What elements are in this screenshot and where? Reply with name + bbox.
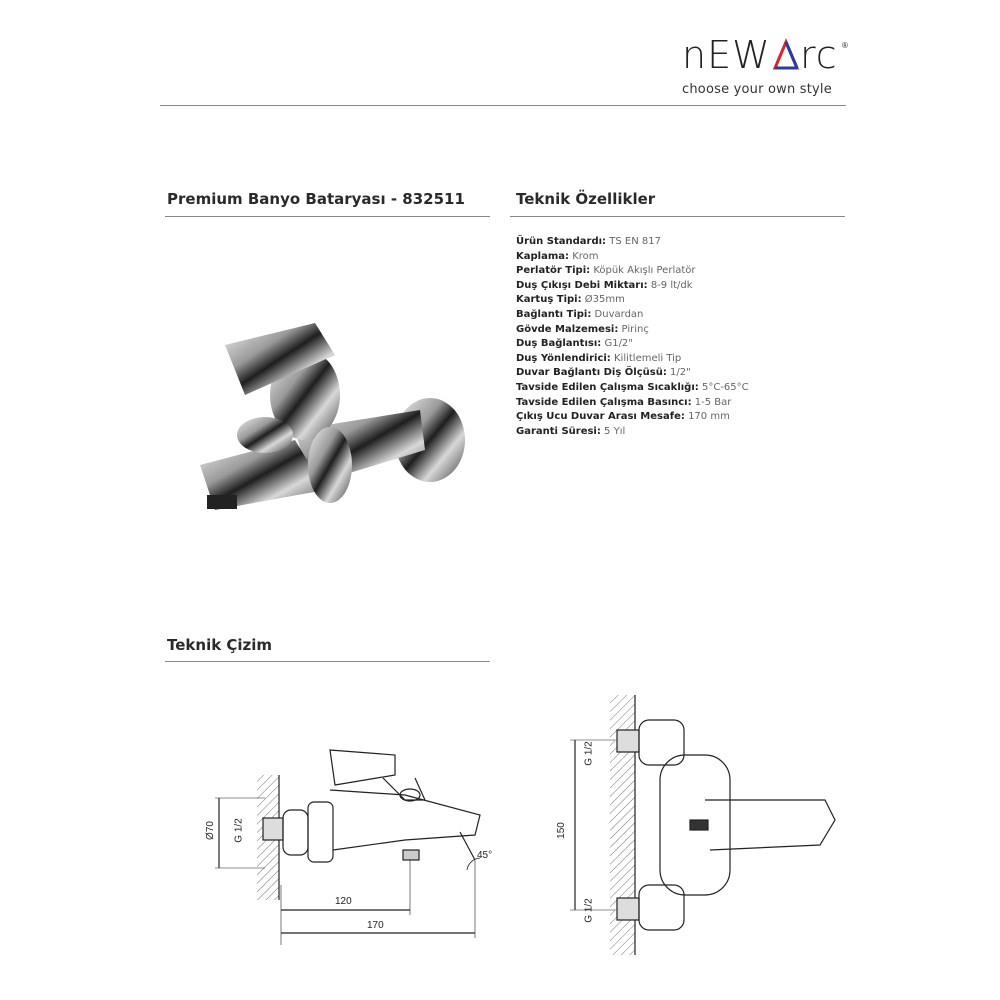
dim-angle: 45° xyxy=(477,850,493,861)
spec-row: Duş Yönlendirici: Kilitlemeli Tip xyxy=(516,352,749,367)
spec-row: Bağlantı Tipi: Duvardan xyxy=(516,308,749,323)
spec-row: Kartuş Tipi: Ø35mm xyxy=(516,293,749,308)
spec-value: 1-5 Bar xyxy=(694,396,732,408)
brand-tagline: choose your own style xyxy=(682,82,832,97)
spec-row: Garanti Süresi: 5 Yıl xyxy=(516,425,749,440)
spec-label: Ürün Standardı: xyxy=(516,236,607,247)
spec-row: Duş Çıkışı Debi Miktarı: 8-9 lt/dk xyxy=(516,279,749,294)
logo-wordmark-icon: nEW rc ® xyxy=(682,33,849,77)
side-view-drawing xyxy=(215,749,481,945)
drawing-title: Teknik Çizim xyxy=(167,636,273,654)
spec-row: Ürün Standardı: TS EN 817 xyxy=(516,235,749,250)
spec-label: Duş Yönlendirici: xyxy=(516,352,611,364)
specs-title: Teknik Özellikler xyxy=(516,190,656,208)
spec-value: 170 mm xyxy=(688,411,730,423)
spec-label: Duvar Bağlantı Diş Ölçüsü: xyxy=(516,367,667,379)
spec-label: Perlatör Tipi: xyxy=(516,265,591,277)
spec-row: Tavside Edilen Çalışma Sıcaklığı: 5°C-65… xyxy=(516,381,749,396)
spec-row: Perlatör Tipi: Köpük Akışlı Perlatör xyxy=(516,264,749,279)
product-title: Premium Banyo Bataryası - 832511 xyxy=(167,190,465,208)
front-view-drawing xyxy=(570,695,836,955)
spec-row: Tavside Edilen Çalışma Basıncı: 1-5 Bar xyxy=(516,396,749,411)
spec-value: Kilitlemeli Tip xyxy=(613,352,682,364)
spec-value: 1/2" xyxy=(670,367,691,379)
dim-thread: G 1/2 xyxy=(233,818,245,843)
svg-text:®: ® xyxy=(842,41,849,50)
product-image xyxy=(200,323,465,510)
spec-value: Köpük Akışlı Perlatör xyxy=(593,265,696,277)
spec-label: Kartuş Tipi: xyxy=(516,294,582,306)
spec-row: Duş Bağlantısı: G1/2" xyxy=(516,337,749,352)
spec-row: Duvar Bağlantı Diş Ölçüsü: 1/2" xyxy=(516,366,749,381)
spec-value: TS EN 817 xyxy=(609,236,661,247)
spec-value: Ø35mm xyxy=(584,294,625,306)
dim-150: 150 xyxy=(555,822,567,839)
spec-row: Çıkış Ucu Duvar Arası Mesafe: 170 mm xyxy=(516,410,749,425)
spec-label: Tavside Edilen Çalışma Sıcaklığı: xyxy=(516,381,699,393)
dim-170: 170 xyxy=(367,920,384,931)
spec-value: G1/2" xyxy=(604,338,633,350)
brand-name: nEW rc ® xyxy=(682,33,862,81)
spec-label: Gövde Malzemesi: xyxy=(516,323,619,335)
spec-value: Duvardan xyxy=(594,308,644,320)
spec-row: Gövde Malzemesi: Pirinç xyxy=(516,323,749,338)
dim-thread-top: G 1/2 xyxy=(583,741,595,766)
header-divider xyxy=(160,105,846,106)
spec-label: Kaplama: xyxy=(516,250,569,262)
svg-text:nEW: nEW xyxy=(682,36,771,74)
spec-value: 5°C-65°C xyxy=(701,381,749,393)
spec-label: Duş Bağlantısı: xyxy=(516,338,602,350)
specs-title-divider xyxy=(510,216,845,217)
spec-label: Bağlantı Tipi: xyxy=(516,308,592,320)
drawing-title-divider xyxy=(165,661,490,662)
dim-diameter: Ø70 xyxy=(204,821,216,840)
spec-row: Kaplama: Krom xyxy=(516,250,749,265)
spec-value: Krom xyxy=(572,250,599,262)
spec-label: Tavside Edilen Çalışma Basıncı: xyxy=(516,396,692,408)
spec-label: Çıkış Ucu Duvar Arası Mesafe: xyxy=(516,411,685,423)
svg-text:rc: rc xyxy=(800,36,838,74)
spec-value: 8-9 lt/dk xyxy=(650,279,693,291)
dim-thread-bottom: G 1/2 xyxy=(583,898,595,923)
brand-logo: nEW rc ® choose your own style xyxy=(682,33,862,97)
spec-value: 5 Yıl xyxy=(604,425,626,437)
product-title-divider xyxy=(165,216,490,217)
spec-label: Garanti Süresi: xyxy=(516,425,601,437)
spec-label: Duş Çıkışı Debi Miktarı: xyxy=(516,279,648,291)
dim-120: 120 xyxy=(335,896,352,907)
spec-value: Pirinç xyxy=(621,323,649,335)
